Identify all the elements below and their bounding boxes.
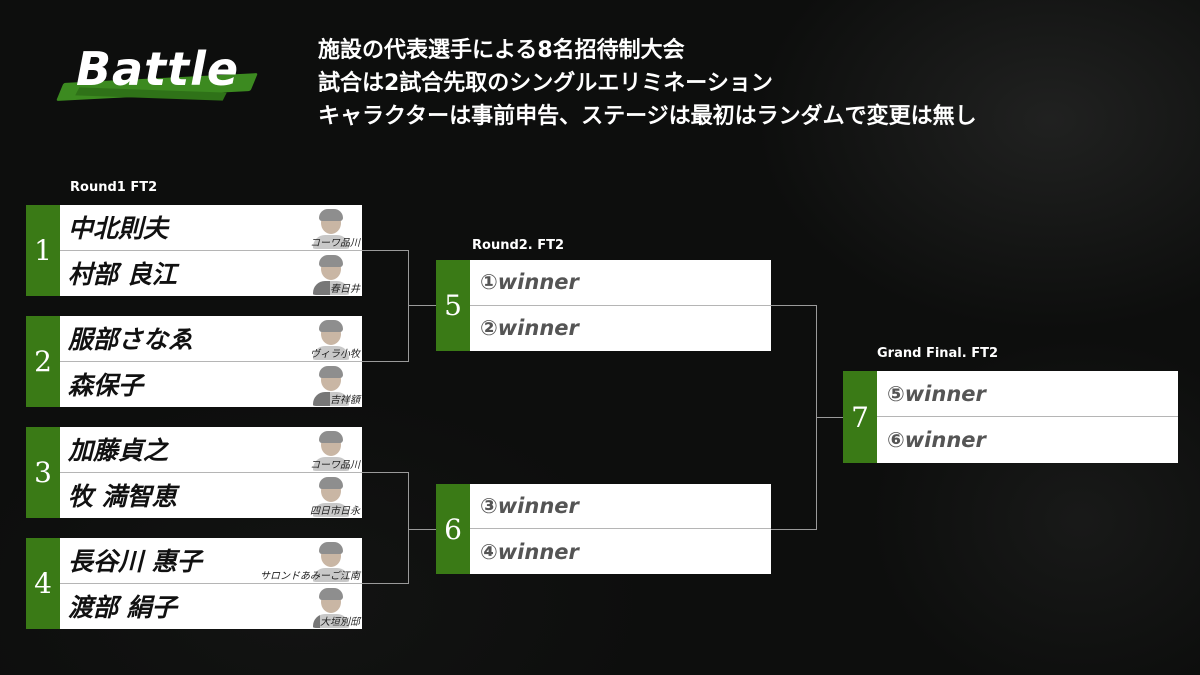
player-name: 村部 良江: [68, 260, 177, 290]
description-line-2: 試合は2試合先取のシングルエリミネーション: [318, 71, 773, 96]
player-row: 森保子 吉祥額: [60, 362, 362, 408]
match-7-final: 7 ⑤winner ⑥winner: [843, 371, 1178, 463]
bracket-connector: [362, 472, 409, 473]
bracket-connector: [771, 305, 817, 306]
match-number: 1: [26, 205, 60, 296]
match-box: 長谷川 惠子 サロンドあみーご江南 渡部 絹子 大垣別邸: [60, 538, 362, 629]
round2-label: Round2. FT2: [472, 238, 565, 253]
player-row: 中北則夫 コーワ品川: [60, 205, 362, 251]
bracket-connector: [816, 417, 843, 418]
winner-label: ⑥winner: [887, 428, 986, 452]
player-name: 長谷川 惠子: [68, 547, 202, 577]
match-1: 1 中北則夫 コーワ品川 村部 良江 春日井: [26, 205, 362, 296]
player-name: 森保子: [68, 371, 144, 401]
winner-label: ①winner: [480, 270, 579, 295]
player-row: 服部さなゑ ヴィラ小牧: [60, 316, 362, 362]
player-row: 長谷川 惠子 サロンドあみーご江南: [60, 538, 362, 584]
description-line-1: 施設の代表選手による8名招待制大会: [318, 38, 685, 63]
match-box: 中北則夫 コーワ品川 村部 良江 春日井: [60, 205, 362, 296]
bracket-connector: [771, 529, 817, 530]
logo-text: Battle: [76, 42, 240, 96]
player-name: 中北則夫: [68, 214, 169, 244]
match-2: 2 服部さなゑ ヴィラ小牧 森保子 吉祥額: [26, 316, 362, 407]
bracket-connector: [408, 529, 436, 530]
match-number: 6: [436, 484, 470, 574]
bracket-connector: [408, 472, 409, 584]
match-number: 2: [26, 316, 60, 407]
winner-label: ④winner: [480, 539, 579, 564]
winner-label: ⑤winner: [887, 381, 986, 406]
match-4: 4 長谷川 惠子 サロンドあみーご江南 渡部 絹子 大垣別邸: [26, 538, 362, 629]
winner-slot: ⑤winner: [877, 371, 1178, 417]
player-name: 渡部 絹子: [68, 593, 177, 623]
player-row: 牧 満智恵 四日市日永: [60, 473, 362, 519]
match-box: ⑤winner ⑥winner: [877, 371, 1178, 463]
match-box: 加藤貞之 コーワ品川 牧 満智恵 四日市日永: [60, 427, 362, 518]
player-name: 牧 満智恵: [68, 482, 177, 512]
winner-slot: ②winner: [470, 306, 771, 352]
match-number: 3: [26, 427, 60, 518]
winner-label: ②winner: [480, 316, 579, 341]
bracket-connector: [362, 250, 409, 251]
player-facility: 春日井: [330, 280, 360, 295]
round1-label: Round1 FT2: [70, 180, 158, 195]
description-line-3: キャラクターは事前申告、ステージは最初はランダムで変更は無し: [318, 104, 977, 129]
player-facility: 大垣別邸: [320, 613, 360, 628]
match-box: 服部さなゑ ヴィラ小牧 森保子 吉祥額: [60, 316, 362, 407]
match-box: ①winner ②winner: [470, 260, 771, 351]
player-name: 服部さなゑ: [68, 325, 194, 355]
winner-slot: ①winner: [470, 260, 771, 306]
match-3: 3 加藤貞之 コーワ品川 牧 満智恵 四日市日永: [26, 427, 362, 518]
winner-slot: ④winner: [470, 529, 771, 574]
bracket-connector: [408, 250, 409, 362]
bracket-connector: [408, 305, 436, 306]
grand-final-label: Grand Final. FT2: [877, 346, 999, 361]
player-facility: 四日市日永: [310, 502, 360, 517]
winner-label: ③winner: [480, 494, 579, 518]
match-box: ③winner ④winner: [470, 484, 771, 574]
player-row: 渡部 絹子 大垣別邸: [60, 584, 362, 630]
bracket-connector: [362, 583, 409, 584]
tournament-description: 施設の代表選手による8名招待制大会 試合は2試合先取のシングルエリミネーション …: [318, 34, 977, 133]
player-row: 村部 良江 春日井: [60, 251, 362, 297]
player-facility: ヴィラ小牧: [310, 344, 360, 360]
match-6: 6 ③winner ④winner: [436, 484, 771, 574]
player-facility: コーワ品川: [310, 233, 360, 249]
winner-slot: ⑥winner: [877, 417, 1178, 463]
bracket-connector: [362, 361, 409, 362]
player-facility: サロンドあみーご江南: [260, 566, 360, 582]
player-facility: コーワ品川: [310, 455, 360, 471]
player-row: 加藤貞之 コーワ品川: [60, 427, 362, 473]
player-facility: 吉祥額: [330, 391, 360, 406]
winner-slot: ③winner: [470, 484, 771, 529]
match-number: 4: [26, 538, 60, 629]
player-name: 加藤貞之: [68, 436, 169, 466]
match-number: 5: [436, 260, 470, 351]
battle-logo: Battle: [56, 38, 258, 108]
match-number: 7: [843, 371, 877, 463]
match-5: 5 ①winner ②winner: [436, 260, 771, 351]
